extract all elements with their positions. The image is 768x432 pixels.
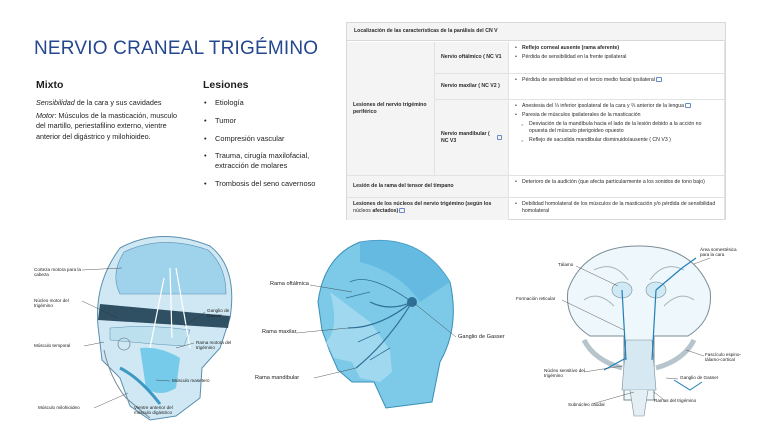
lesion-item: Compresión vascular <box>204 134 344 144</box>
link-icon[interactable] <box>496 135 502 140</box>
fig2-label: Rama mandibular <box>255 375 300 381</box>
fig2-label: Rama oftálmica <box>270 281 309 287</box>
lesion-item: Tumor <box>204 116 344 126</box>
fig3-label: Formación reticular <box>516 296 556 301</box>
lesiones-list: Etiología Tumor Compresión vascular Trau… <box>204 98 344 197</box>
fig3-label: Núcleo sensitivo del trigémino <box>544 368 585 379</box>
page-title: NERVIO CRANEAL TRIGÉMINO <box>34 38 319 59</box>
table-header: Localización de las características de l… <box>347 23 725 41</box>
sensibilidad-label: Sensibilidad <box>36 98 75 107</box>
fig3-label: Área somestésica para la cara <box>700 247 737 258</box>
fig1-label: Músculo milohioideo <box>38 405 80 410</box>
v1-item: Pérdida de sensibilidad en la frente ips… <box>515 54 718 61</box>
v1-findings-cell: Reflejo corneal ausente (rama aferente) P… <box>509 42 725 74</box>
v2-label-cell: Nervio maxilar ( NC V2 ) <box>435 74 509 100</box>
fig3-label: Subnúcleo caudal <box>568 402 605 407</box>
v1-item: Reflejo corneal ausente (rama aferente) <box>515 45 718 52</box>
v3-label: Nervio mandibular ( NC V3 <box>441 130 490 144</box>
motor-paragraph: Motor: Músculos de la masticación, muscu… <box>36 111 186 142</box>
v2-findings-cell: Pérdida de sensibilidad en el tercio med… <box>509 74 725 100</box>
fig1-label: Corteza motora para la cabeza <box>34 267 81 278</box>
motor-label: Motor <box>36 111 55 121</box>
lesiones-heading: Lesiones <box>203 79 249 91</box>
fig1-label: Músculo masetero <box>172 378 210 383</box>
tensor-label-cell: Lesión de la rama del tensor del tímpano <box>347 176 509 198</box>
v3-findings-cell: Anestesia del ⅓ inferior ipsolateral de … <box>509 100 725 176</box>
fig3-label: Fascículo espino-tálamo-cortical <box>705 352 742 363</box>
fig3-label: Ganglio de Gasser <box>680 375 719 380</box>
fig1-label: Vientre anterior del músculo digástrico <box>134 405 173 416</box>
tensor-findings-cell: Deterioro de la audición (que afecta par… <box>509 176 725 198</box>
nucleos-item: Debilidad homolateral de los músculos de… <box>515 201 718 215</box>
tensor-item: Deterioro de la audición (que afecta par… <box>515 179 718 186</box>
fig3-label: Tálamo <box>558 262 574 267</box>
mixto-description: Sensibilidad de la cara y sus cavidades … <box>36 98 186 145</box>
v2-item: Pérdida de sensibilidad en el tercio med… <box>515 77 718 84</box>
fig1-label: Rama motora del trigémino <box>196 340 232 351</box>
fig3-label: Ramas del trigémino <box>654 398 697 403</box>
v1-label-cell: Nervio oftálmico ( NC V1 <box>435 42 509 74</box>
v2-label: Nervio maxilar ( NC V2 ) <box>441 83 500 89</box>
fig1-label: Núcleo motor del trigémino <box>34 298 69 309</box>
fig1-label: Músculo temporal <box>34 343 71 348</box>
link-icon[interactable] <box>399 208 406 214</box>
lesion-item: Etiología <box>204 98 344 108</box>
v3-subitem: Desviación de la mandíbula hacia el lado… <box>515 121 718 135</box>
fig2-label: Ganglio de Gasser <box>458 334 505 340</box>
sensibilidad-paragraph: Sensibilidad de la cara y sus cavidades <box>36 98 186 108</box>
v3-item: Paresia de músculos ipsilaterales de la … <box>515 112 718 119</box>
v1-label: Nervio oftálmico ( NC V1 <box>441 54 502 60</box>
fig1-label: Ganglio de Gasser <box>207 308 230 319</box>
link-icon[interactable] <box>685 103 692 109</box>
lesion-item: Trombosis del seno cavernoso <box>204 179 344 189</box>
motor-head-illustration <box>97 236 233 421</box>
perif-lesion-cell: Lesiones del nervio trigémino periférico <box>347 42 435 176</box>
lesion-item: Trauma, cirugía maxilofacial, extracción… <box>204 151 344 171</box>
nucleos-findings-cell: Debilidad homolateral de los músculos de… <box>509 198 725 220</box>
v3-label-cell: Nervio mandibular ( NC V3 <box>435 100 509 176</box>
mixto-heading: Mixto <box>36 79 64 91</box>
v3-subitem: Reflejo de sacudida mandibular disminuid… <box>515 137 718 144</box>
sensory-pathway-illustration <box>566 245 712 417</box>
motor-text: : Músculos de la masticación, musculo de… <box>36 111 178 141</box>
v3-item: Anestesia del ⅓ inferior ipsolateral de … <box>515 103 718 110</box>
sensibilidad-text: de la cara y sus cavidades <box>74 98 162 107</box>
paralysis-table: Localización de las características de l… <box>346 22 726 220</box>
trigeminal-branches-illustration <box>317 239 454 409</box>
fig2-label: Rama maxilar <box>262 329 297 335</box>
nucleos-label-cell: Lesiones de los núcleos del nervio trigé… <box>347 198 509 220</box>
link-icon[interactable] <box>655 77 662 83</box>
